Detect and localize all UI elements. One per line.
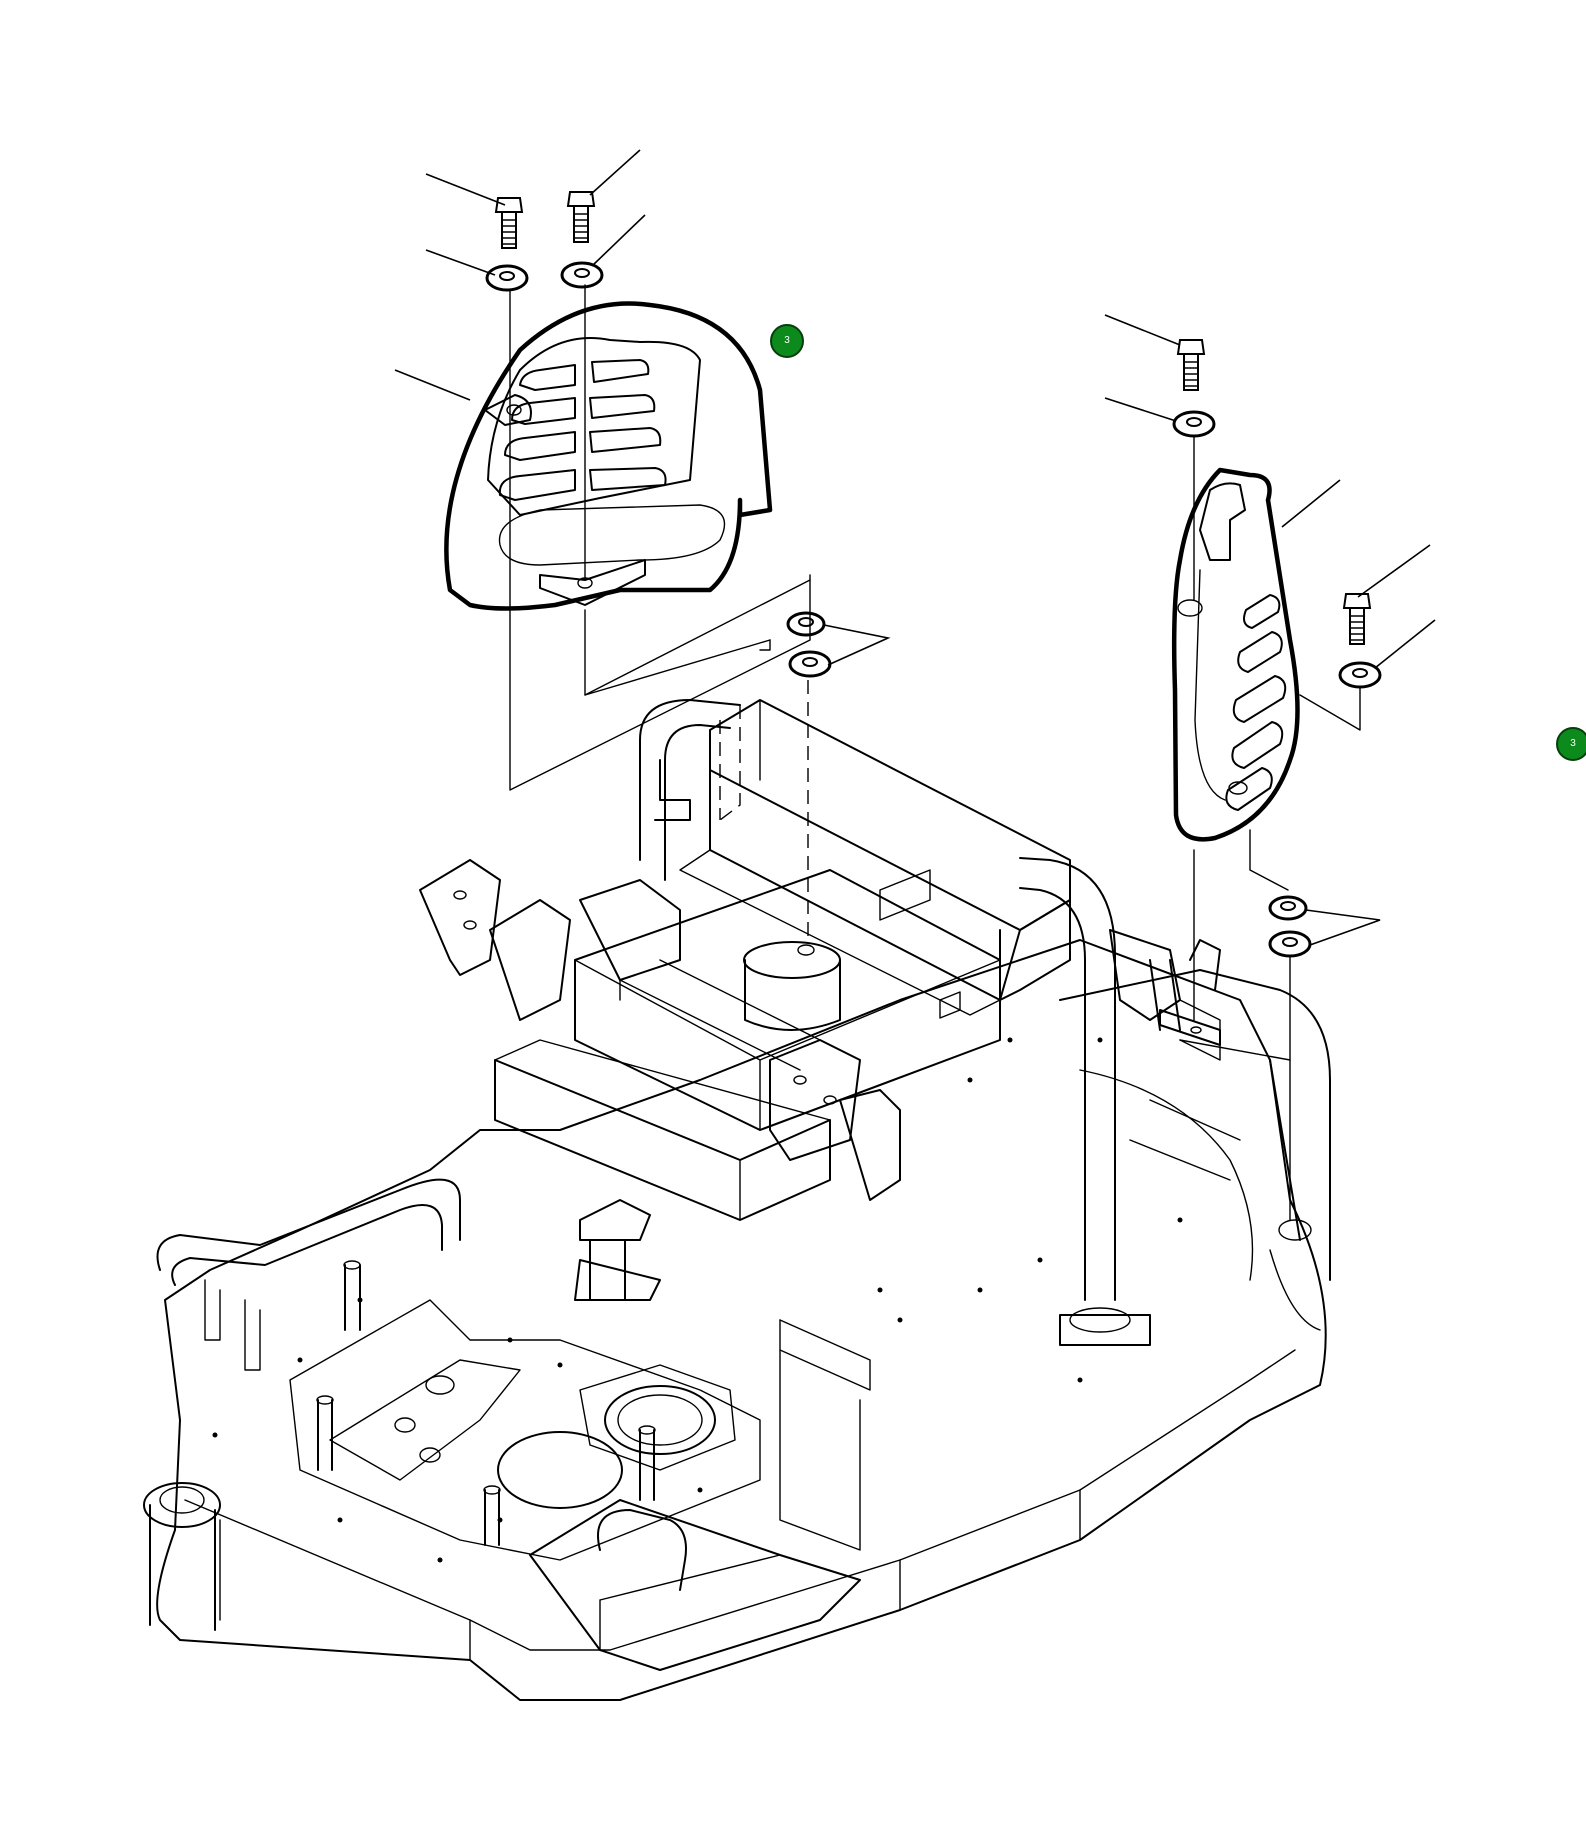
assembly-lines	[394, 149, 1436, 1221]
washer-right-1	[1172, 410, 1216, 438]
callout-marker-label: 3	[784, 335, 790, 346]
callout-marker-3-left[interactable]: 3	[770, 324, 804, 358]
washer-right-2	[1338, 661, 1382, 689]
right-side-cover	[1171, 467, 1300, 842]
washer-left-1	[485, 264, 529, 292]
callout-marker-3-right[interactable]: 3	[1556, 727, 1586, 761]
spacer-right-1	[1268, 895, 1308, 921]
fasteners	[485, 191, 1382, 958]
spacer-mid-2	[788, 650, 832, 678]
right-cover-vent-slots	[1225, 594, 1287, 811]
bolt-left-2	[566, 191, 596, 243]
deck-holes	[212, 1037, 1183, 1563]
spacer-right-2	[1268, 930, 1312, 958]
spacer-mid-1	[786, 611, 826, 637]
seat-support-frame	[419, 699, 1301, 1346]
callout-marker-label: 3	[1570, 738, 1576, 749]
bolt-left-1	[494, 197, 524, 249]
chassis-frame	[143, 939, 1331, 1701]
washer-left-2	[560, 261, 604, 289]
bolt-right-1	[1176, 339, 1206, 391]
bolt-right-2	[1342, 593, 1372, 645]
left-side-cover	[444, 301, 773, 611]
